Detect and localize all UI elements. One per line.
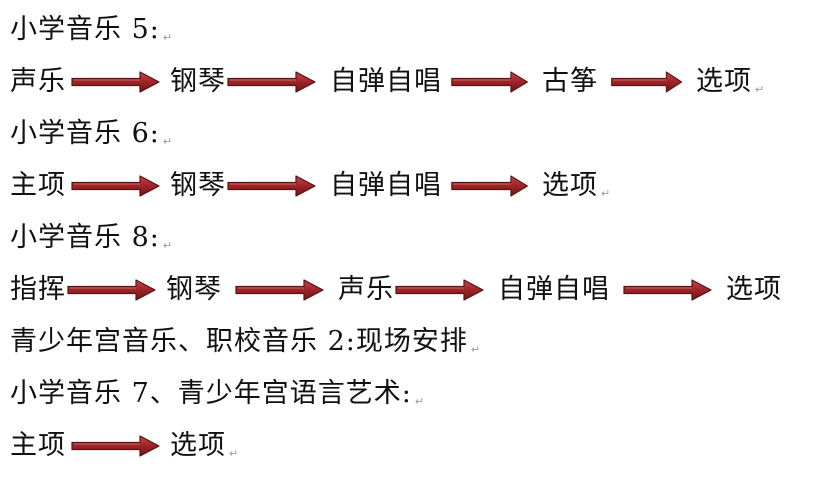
right-arrow-icon [66,276,158,304]
heading-primary-music-7: 小学音乐 7、青少年宫语言艺术: ↵ [10,368,816,420]
paragraph-mark-icon: ↵ [162,135,173,148]
flow-item: 主项 [10,430,66,461]
flow-item: 自弹自唱 [330,170,442,201]
right-arrow-icon [450,172,530,200]
flow-item: 选项 [696,66,752,97]
heading-primary-music-8: 小学音乐 8: ↵ [10,212,816,264]
flow-item: 选项 [542,170,598,201]
right-arrow-icon [234,276,326,304]
right-arrow-icon [394,276,486,304]
flow-row-music-8: 指挥 钢琴 声乐 自弹自唱 选项 [10,264,816,316]
flow-item: 主项 [10,170,66,201]
paragraph-mark-icon: ↵ [414,395,425,408]
paragraph-mark-icon: ↵ [162,239,173,252]
paragraph-mark-icon: ↵ [229,447,239,460]
paragraph-mark-icon: ↵ [162,31,173,44]
heading-primary-music-6: 小学音乐 6: ↵ [10,108,816,160]
right-arrow-icon [70,68,162,96]
right-arrow-icon [450,68,530,96]
paragraph-mark-icon: ↵ [755,83,765,96]
heading-text: 小学音乐 8: [10,222,160,253]
flow-item: 声乐 [338,274,394,305]
right-arrow-icon [610,68,684,96]
flow-item: 钢琴 [170,66,226,97]
flow-item: 选项 [726,274,782,305]
document-body: 小学音乐 5: ↵ 声乐 钢琴 自弹自唱 古筝 选项 ↵ 小学音乐 6: ↵ 主… [10,4,816,472]
right-arrow-icon [622,276,714,304]
right-arrow-icon [70,432,162,460]
flow-item: 自弹自唱 [330,66,442,97]
right-arrow-icon [226,68,318,96]
heading-primary-music-5: 小学音乐 5: ↵ [10,4,816,56]
right-arrow-icon [70,172,162,200]
flow-item: 选项 [170,430,226,461]
flow-row-music-7: 主项 选项 ↵ [10,420,816,472]
flow-item: 古筝 [542,66,598,97]
paragraph-mark-icon: ↵ [601,187,611,200]
flow-item: 自弹自唱 [498,274,610,305]
flow-row-music-5: 声乐 钢琴 自弹自唱 古筝 选项 ↵ [10,56,816,108]
heading-text: 小学音乐 5: [10,14,160,45]
heading-text: 青少年宫音乐、职校音乐 2:现场安排 [10,326,468,357]
flow-item: 钢琴 [166,274,222,305]
flow-row-music-6: 主项 钢琴 自弹自唱 选项 ↵ [10,160,816,212]
right-arrow-icon [226,172,318,200]
flow-item: 指挥 [10,274,66,305]
heading-text: 小学音乐 7、青少年宫语言艺术: [10,378,412,409]
heading-text: 小学音乐 6: [10,118,160,149]
paragraph-mark-icon: ↵ [470,343,481,356]
flow-item: 声乐 [10,66,66,97]
heading-youth-palace-vocational: 青少年宫音乐、职校音乐 2:现场安排 ↵ [10,316,816,368]
flow-item: 钢琴 [170,170,226,201]
